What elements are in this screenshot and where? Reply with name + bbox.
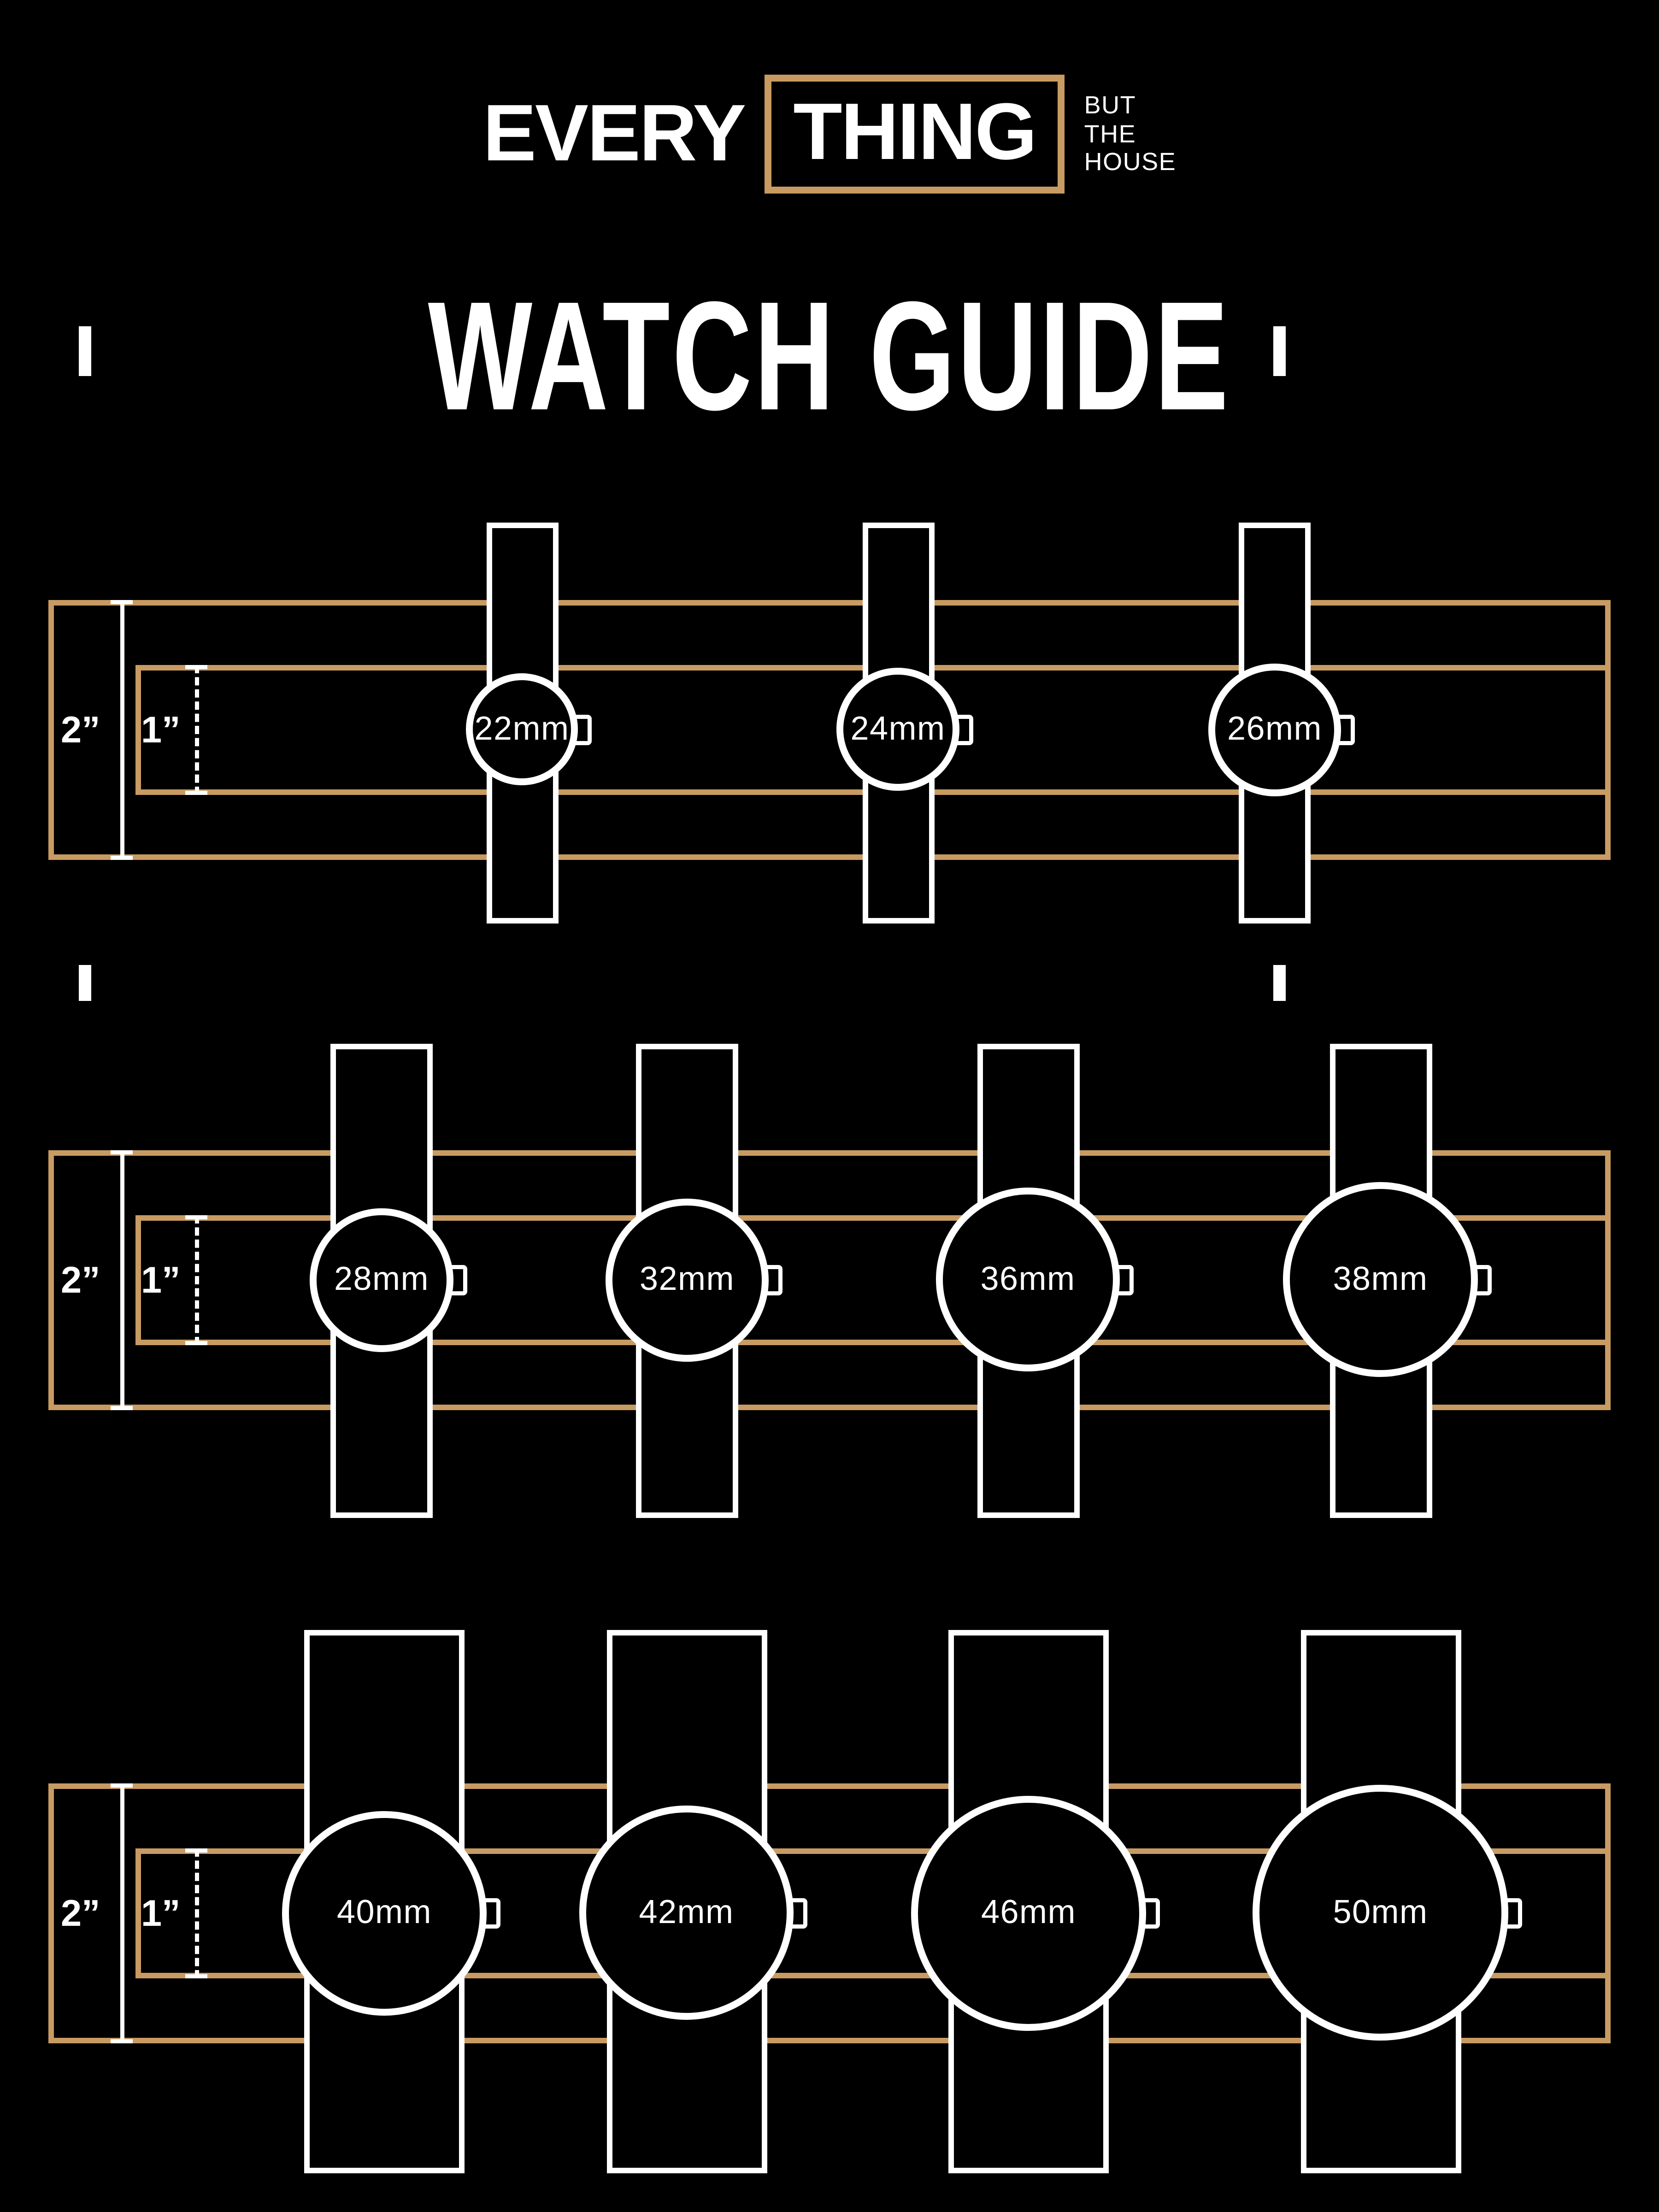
- brand-tagline-line-1: BUT: [1084, 91, 1136, 119]
- watch-size-label: 26mm: [1227, 711, 1323, 748]
- brand-word-thing-box: THING: [764, 75, 1065, 194]
- brand-tagline-line-3: HOUSE: [1084, 148, 1177, 176]
- watch-size-label: 36mm: [980, 1260, 1076, 1298]
- dim-label-2in: 2”: [61, 1893, 100, 1934]
- dim-line-2in: [111, 1783, 133, 2043]
- dim-line-1in: [185, 665, 207, 795]
- decor-tick: [79, 326, 91, 376]
- watch-case: 46mm: [911, 1796, 1146, 2031]
- watch-case: 50mm: [1253, 1785, 1508, 2041]
- watch-size-label: 24mm: [850, 710, 946, 747]
- dim-label-2in: 2”: [61, 709, 100, 751]
- dim-label-1in: 1”: [141, 709, 181, 751]
- watch-size-label: 40mm: [336, 1894, 432, 1931]
- reference-band-1in: [135, 1215, 1611, 1345]
- watch-case: 40mm: [282, 1811, 487, 2016]
- dim-line-1in: [185, 1215, 207, 1345]
- watch-size-label: 28mm: [334, 1261, 429, 1298]
- brand-word-thing: THING: [793, 87, 1037, 177]
- watch-case: 38mm: [1283, 1182, 1478, 1377]
- dim-label-2in: 2”: [61, 1259, 100, 1301]
- dim-label-1in: 1”: [141, 1259, 181, 1301]
- brand-tagline-line-2: THE: [1084, 119, 1136, 147]
- watch-size-label: 46mm: [981, 1894, 1077, 1931]
- brand-logo: EVERY THING BUT THE HOUSE: [0, 75, 1659, 194]
- page-title-text: WATCH GUIDE: [428, 270, 1231, 444]
- watch-case: 42mm: [579, 1806, 794, 2020]
- watch-size-label: 32mm: [639, 1261, 735, 1298]
- decor-tick: [1273, 965, 1286, 1001]
- brand-word-every: EVERY: [482, 88, 746, 178]
- watch-size-label: 42mm: [639, 1893, 734, 1931]
- dim-line-2in: [111, 1150, 133, 1410]
- watch-size-label: 22mm: [474, 710, 570, 747]
- watch-size-label: 38mm: [1333, 1260, 1428, 1298]
- dim-line-1in: [185, 1848, 207, 1978]
- watch-case: 22mm: [466, 673, 578, 785]
- page-title: WATCH GUIDE: [0, 279, 1659, 434]
- reference-band-1in: [135, 1848, 1611, 1978]
- brand-tagline: BUT THE HOUSE: [1084, 91, 1177, 177]
- watch-size-label: 50mm: [1333, 1893, 1428, 1931]
- decor-tick: [79, 965, 91, 1001]
- dim-line-2in: [111, 600, 133, 860]
- dim-label-1in: 1”: [141, 1893, 181, 1934]
- decor-tick: [1273, 326, 1286, 376]
